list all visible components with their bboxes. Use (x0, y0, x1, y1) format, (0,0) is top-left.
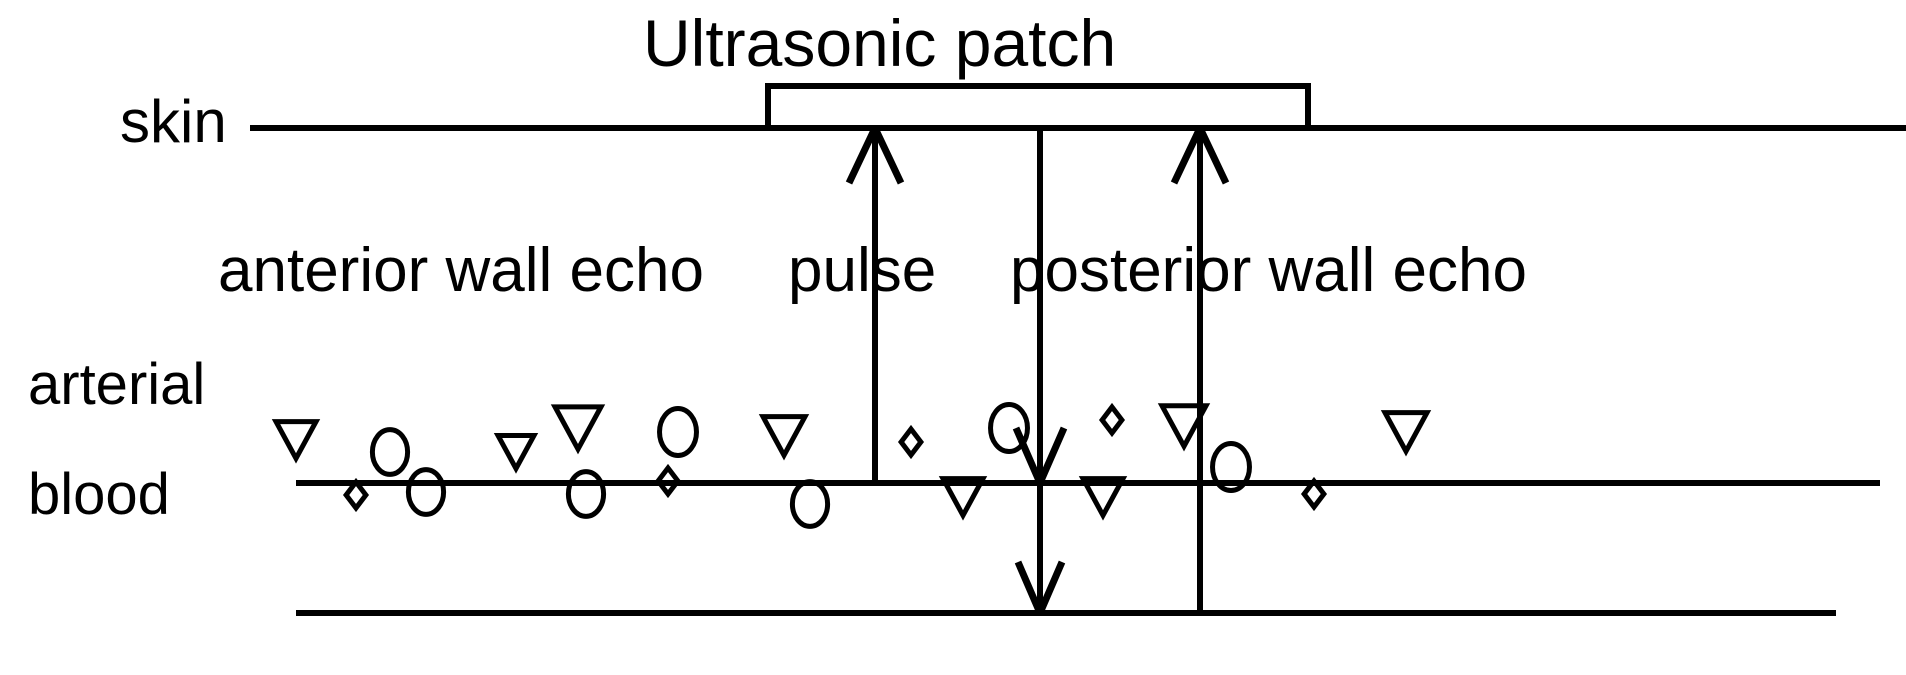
blood-cell-ellipse (1210, 440, 1252, 494)
blood-cell-triangle (550, 404, 606, 455)
blood-cell-triangle (493, 432, 539, 474)
blood-cell-diamond (654, 463, 682, 499)
blood-cell-ellipse (988, 401, 1030, 455)
blood-cell-ellipse (657, 405, 699, 459)
pulse-label: pulse (788, 236, 937, 305)
posterior-wall-echo-arrow (1170, 126, 1230, 613)
page-title: Ultrasonic patch (643, 6, 1117, 80)
ultrasonic-patch-rect (765, 83, 1311, 131)
blood-cell-diamond (342, 477, 370, 513)
blood-cell-diamond (1300, 476, 1328, 512)
blood-cell-triangle (271, 419, 321, 464)
blood-cell-triangle (1157, 403, 1211, 452)
anterior-wall-echo-label: anterior wall echo (218, 236, 704, 305)
blood-label: blood (28, 462, 170, 527)
arterial-label: arterial (28, 352, 206, 417)
skin-label: skin (120, 88, 227, 155)
blood-cell-group (271, 401, 1432, 529)
posterior-wall-echo-label: posterior wall echo (1010, 236, 1527, 305)
blood-cell-triangle (938, 476, 988, 521)
blood-cell-triangle (1380, 410, 1432, 457)
blood-cell-ellipse (405, 467, 447, 517)
blood-cell-ellipse (369, 427, 411, 477)
blood-cell-triangle (758, 414, 810, 461)
blood-cell-diamond (1098, 402, 1126, 438)
blood-cell-ellipse (565, 469, 607, 519)
blood-cell-ellipse (789, 479, 831, 529)
blood-cell-triangle (1078, 476, 1128, 521)
pulse-arrow (1012, 128, 1068, 615)
anterior-wall-echo-arrow (845, 126, 905, 483)
blood-cell-diamond (897, 424, 925, 460)
